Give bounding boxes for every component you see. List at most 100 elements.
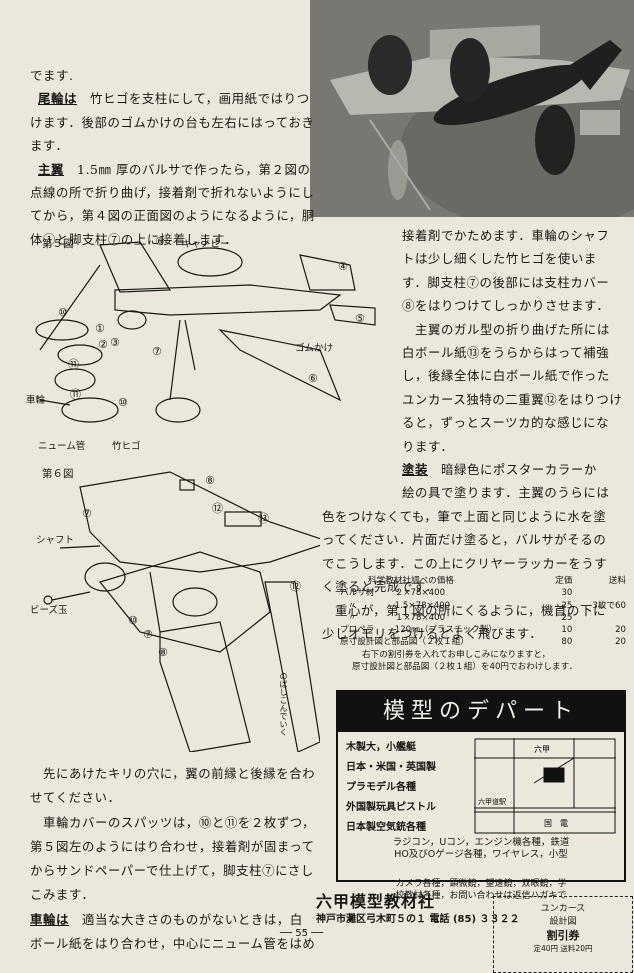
item-price: 80 [561,637,573,648]
price-header-row: 科学教材社調べの価格 定価 送料 [338,575,628,587]
item-name: 〃 [348,600,357,611]
coupon-price: 定40円 送料20円 [533,944,593,953]
text-line: 絵の具で塗ります．主翼のうらには [402,485,610,501]
advertisement: 模型のデパート 木製大，小艦艇 日本・米国・英国製 プラモデル各種 外国製玩具ピ… [336,690,626,882]
discount-coupon[interactable]: ユンカース 設計図 割引券 定40円 送料20円 [493,896,633,973]
price-table: 科学教材社調べの価格 定価 送料 バルサ材 ２×78×400 30 〃 1.5×… [338,575,628,673]
text-line: 色をつけなくても，筆で上面と同じように水を塗 [322,509,607,524]
item-price: 30 [561,588,573,599]
table-row: バルサ材 ２×78×400 30 [338,587,628,599]
map-street-label: 国 電 [544,819,568,828]
table-row: 原寸設計図と部品図（２枚１組） 80 20 [338,636,628,648]
shaft-label: シャフト [36,535,75,546]
part-number: ⑩ [58,306,68,319]
ad-title: 模型のデパート [338,692,624,732]
part-number: ⑥ [155,235,165,248]
item-ship [574,587,628,599]
page-number: ── 55 ── [280,928,324,939]
item-name: 原寸設計図と部品図（２枚１組） [340,637,469,648]
text-line: 体①と脚支柱⑦の上に接着します． [30,231,238,247]
text-line: ると，ずっとスーツカ的な感じにな [402,415,610,431]
part-number: ① [95,322,105,335]
part-number: ⑫ [290,580,301,593]
bottom-left-text: 先にあけたキリの穴に，翼の前縁と後縁を合わ せてください． 車輪カバーのスパッツ… [30,762,330,956]
item-price: 10 [561,625,573,636]
intro-text: でます. 尾輪は 竹ヒゴを支柱にして，画用紙ではりつ けます．後部のゴムかけの台… [30,64,315,251]
coupon-line: ユンカース [540,904,586,914]
ad-phone: 電話 (85) ３３２２ [429,914,520,925]
street-map: 六甲 六甲道駅 国 電 [474,738,616,834]
table-row: 〃 １×78×400 25 [338,612,628,624]
coupon-title: 割引券 [546,929,580,942]
item-ship [574,612,628,624]
text-line: せてください． [30,790,121,806]
table-row: 〃 1.5×78×400 25 3枚で60 [338,600,628,612]
item-ship: 20 [615,625,626,636]
text-line: でこうします．この上にクリヤーラッカーをうす [322,555,608,571]
text-line: 車輪カバーのスパッツは，⑩と⑪を２枚ずつ， [30,814,316,830]
text-line: でます. [30,68,74,83]
text-line: 第５図左のようにはり合わせ，接着剤が固まって [30,838,315,854]
text-line: トは少し細くした竹ヒゴを使いま [402,251,597,267]
text-line-rest: 1.5㎜ 厚のバルサで作ったら，第２図の [63,161,311,177]
text-line: す．脚支柱⑦の後部には支柱カバー [402,274,610,290]
text-line: 主翼 1.5㎜ 厚のバルサで作ったら，第２図の [38,161,311,177]
ship-col-header: 送料 [608,576,626,586]
part-number: ⑪ [70,388,81,401]
text-line: からサンドペーパーで仕上げて，脚支柱⑦にさし [30,863,314,879]
price-col-header: 定価 [555,576,573,586]
inner-note: のばしこんでいく [279,672,288,736]
list-item: 木製大，小艦艇 [346,742,416,753]
text-line: 白ボール紙⑬をうらからはって補強 [402,345,610,361]
text-line: 車輪は 適当な大きさのものがないときは，白 [30,911,303,927]
price-title: 科学教材社調べの価格 [368,576,454,586]
part-number: ⑫ [212,502,223,515]
part-number: ⑥ [308,372,318,385]
item-size: ２×78×400 [394,588,446,599]
part-number: ⑬ [258,512,269,525]
ad-description: ラジコン，Uコン，エンジン機各種，鉄道 HO及びOゲージ各種，ワイヤレス，小型 [342,837,620,861]
text-line: 主翼のガル型の折り曲げた所には [402,321,610,337]
figure-5: 第５図 キャノピー ゴムかけ 車輪 ニューム管 竹ヒゴ ⑥ ④ ⑤ ⑩ [20,230,380,460]
part-number: ④ [338,260,348,273]
item-size: 120㎜（プラスチック製） [394,625,497,636]
bamboo-label: 竹ヒゴ [112,441,141,452]
ad-company: 六甲模型教材社 [316,892,436,911]
figure-6: 第６図 シャフト ビーズ玉 のばしこんでいく ⑧ ⑦ ⑫ ⑬ ⑩ ⑦ ⑧ ⑫ [20,462,320,752]
part-number: ⑩ [128,614,138,627]
part-number: ② [98,338,108,351]
text-line: ります． [402,438,454,454]
ad-map: 六甲 六甲道駅 国 電 [474,738,616,834]
price-note-2: 原寸設計図と部品図（２枚１組）を40円でおわけします． [352,662,578,673]
text-line: 尾輪は 竹ヒゴを支柱にして，画用紙ではりつ [38,91,310,107]
figure-5-drawing: ⑥ ④ ⑤ ⑩ ① ② ③ ⑪ ⑦ ⑪ ⑩ ⑥ [35,235,376,423]
ad-description-2: カメラ各種，顕微鏡，望遠鏡，双眼鏡，学 校教材各種，お問い合わせは返信ハガキで [338,878,624,902]
item-ship: 20 [615,637,626,648]
map-north-label: 六甲 [534,744,550,754]
text-line: 少しオモリをつけるとよく飛びます． [322,626,543,642]
text-line: く塗ると完成です． [322,579,439,595]
ad-item-list: 木製大，小艦艇 日本・米国・英国製 プラモデル各種 外国製玩具ピストル 日本製空… [346,738,476,838]
part-number: ⑪ [68,358,79,371]
text-line: 先にあけたキリの穴に，翼の前縁と後縁を合わ [30,766,316,781]
text-line: し，後縁全体に白ボール紙で作った [402,368,610,384]
price-grid: 科学教材社調べの価格 定価 送料 バルサ材 ２×78×400 30 〃 1.5×… [338,575,628,649]
table-row: プロペラ 120㎜（プラスチック製） 10 20 [338,624,628,636]
list-item: プラモデル各種 [346,782,416,793]
bead-label: ビーズ玉 [30,605,68,616]
text-line: けます．後部のゴムかけの台も左右にはっておき [30,114,315,130]
part-number: ③ [110,336,120,349]
text-line: ってください．片面だけ塗ると，バルサがそるの [322,532,607,548]
text-line: ます． [30,138,69,154]
part-number: ⑩ [118,396,128,409]
list-item: 日本・米国・英国製 [346,762,436,773]
text-line: てから，第４図の正面図のようになるように，胴 [30,208,315,224]
item-price: 25 [561,600,573,611]
part-number: ⑧ [158,646,168,659]
figure-6-label: 第６図 [42,468,74,480]
ad-desc-line: ラジコン，Uコン，エンジン機各種，鉄道 [392,837,570,848]
part-number: ⑤ [355,312,365,325]
text-line-rest: 竹ヒゴを支柱にして，画用紙ではりつ [76,91,310,107]
text-line: ユンカース独特の二重翼⑫をはりつけ [402,391,623,407]
wide-text: 色をつけなくても，筆で上面と同じように水を塗 ってください．片面だけ塗ると，バル… [322,505,634,645]
